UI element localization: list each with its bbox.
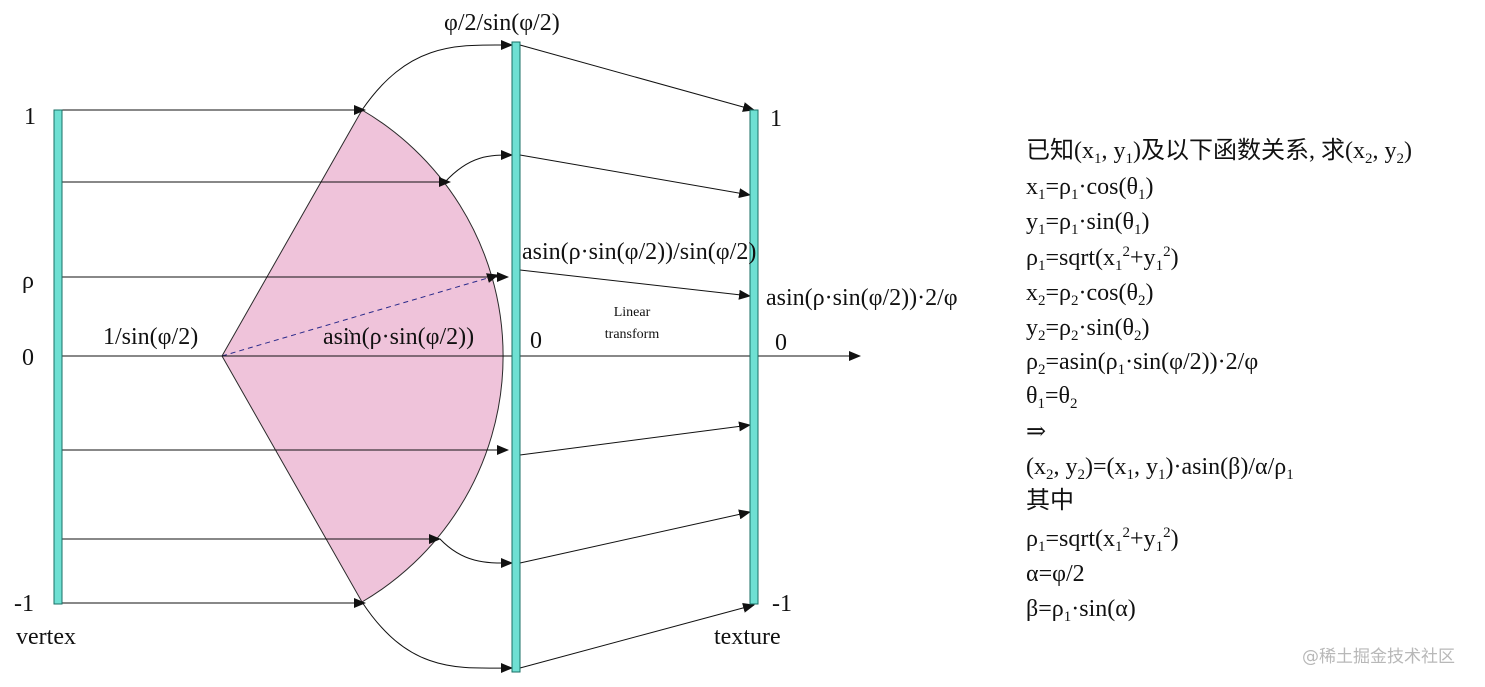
distance-label: 1/sin(φ/2) [103, 324, 198, 350]
texture-tick-minus1: -1 [772, 591, 792, 617]
watermark: @稀土掘金技术社区 [1302, 647, 1455, 667]
curve-lower2 [439, 538, 513, 569]
eq-where: 其中 [1026, 487, 1074, 514]
eq-line-11: β=ρ1·sin(α) [1026, 596, 1136, 625]
eq-line-9: ρ1=sqrt(x12+y12) [1026, 525, 1179, 555]
vertex-tick-1: 1 [24, 104, 36, 130]
eq-implies-arrow: ⇒ [1026, 419, 1046, 445]
texture-tick-1: 1 [770, 106, 782, 132]
texture-rho-label: asin(ρ·sin(φ/2))·2/φ [766, 285, 958, 311]
texture-bar [749, 109, 759, 605]
middle-bar [511, 41, 521, 673]
vertex-tick-0: 0 [22, 345, 34, 371]
curve-upper [444, 150, 513, 183]
map-rho [519, 269, 751, 300]
eq-line-1: x1=ρ1·cos(θ1) [1026, 174, 1154, 203]
eq-line-2: y1=ρ1·sin(θ1) [1026, 209, 1150, 238]
transform-label-line2: transform [605, 327, 660, 342]
eq-line-6: ρ2=asin(ρ1·sin(φ/2))·2/φ [1026, 349, 1258, 378]
middle-top-label: φ/2/sin(φ/2) [444, 10, 560, 36]
eq-line-10: α=φ/2 [1026, 561, 1085, 587]
vertex-bar [53, 109, 63, 605]
texture-caption: texture [714, 624, 781, 650]
vertex-tick-minus1: -1 [14, 591, 34, 617]
curve-top [361, 39, 513, 111]
eq-line-7: θ1=θ2 [1026, 383, 1078, 412]
vertex-caption: vertex [16, 624, 76, 650]
map-bottom [519, 603, 755, 669]
dashed-radius [221, 273, 499, 357]
middle-tick-0: 0 [530, 328, 542, 354]
map-lower2 [519, 509, 751, 564]
texture-tick-0: 0 [775, 330, 787, 356]
angle-label: asin(ρ·sin(φ/2)) [323, 324, 474, 350]
map-upper [519, 154, 751, 199]
angle-arc [348, 329, 354, 345]
eq-header: 已知(x1, y1)及以下函数关系, 求(x2, y2) [1026, 137, 1412, 167]
vertex-tick-rho: ρ [22, 268, 34, 294]
eq-line-3: ρ1=sqrt(x12+y12) [1026, 244, 1179, 274]
curve-bottom [361, 601, 513, 674]
map-top [519, 44, 755, 112]
transform-label-line1: Linear [614, 305, 651, 320]
equations-block: 已知(x1, y1)及以下函数关系, 求(x2, y2) x1=ρ1·cos(θ… [1026, 137, 1412, 625]
eq-line-5: y2=ρ2·sin(θ2) [1026, 315, 1150, 344]
eq-line-8: (x2, y2)=(x1, y1)·asin(β)/α/ρ1 [1026, 454, 1294, 483]
eq-line-4: x2=ρ2·cos(θ2) [1026, 280, 1154, 309]
middle-rho-label: asin(ρ·sin(φ/2))/sin(φ/2) [522, 239, 756, 265]
map-lower [519, 421, 751, 456]
